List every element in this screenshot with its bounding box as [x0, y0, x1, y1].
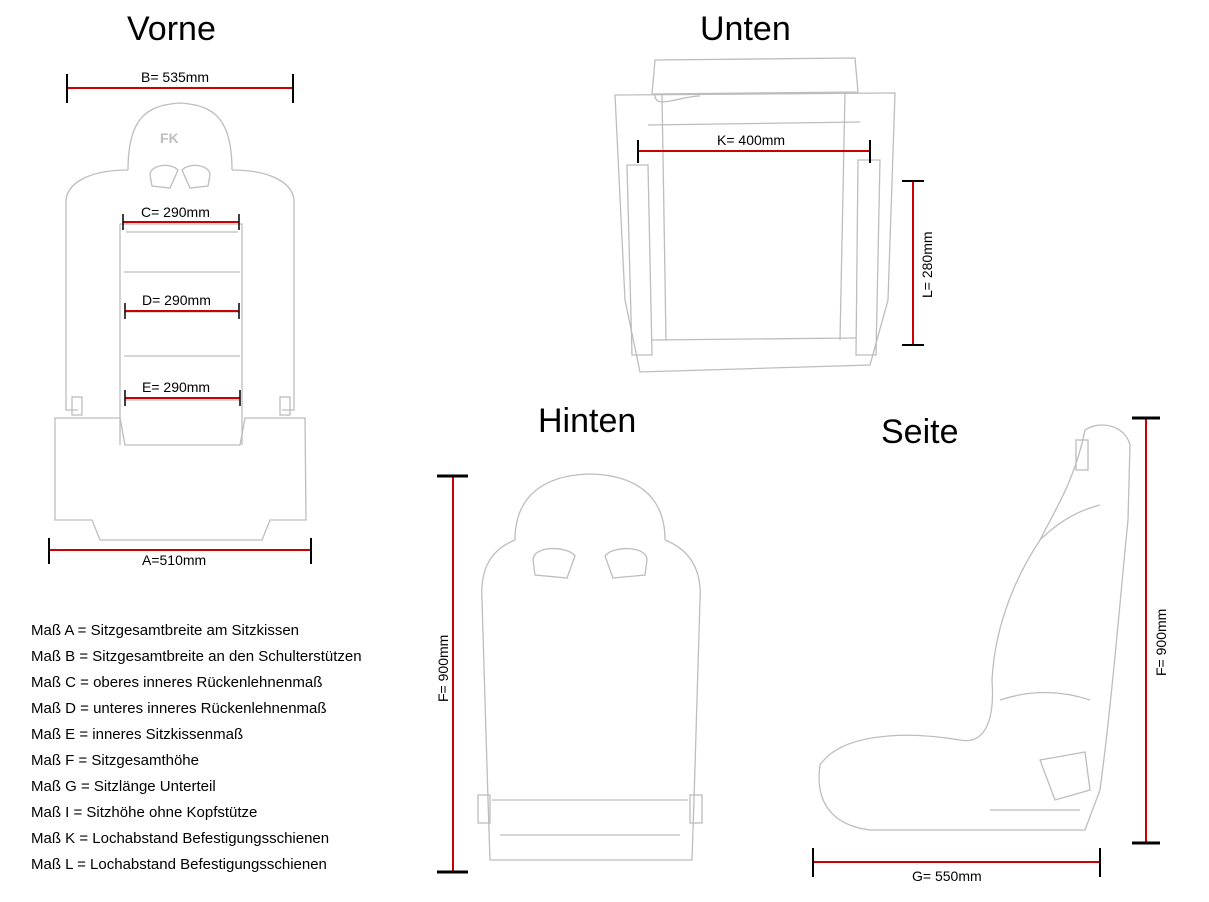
legend-item-b: Maß B = Sitzgesamtbreite an den Schulter…	[31, 648, 362, 665]
front-seat-sketch	[54, 102, 307, 541]
view-title-side: Seite	[881, 413, 959, 451]
dim-label-e: E= 290mm	[142, 379, 211, 395]
legend-item-a: Maß A = Sitzgesamtbreite am Sitzkissen	[31, 622, 300, 639]
legend-item-i: Maß I = Sitzhöhe ohne Kopfstütze	[31, 804, 258, 821]
side-seat-sketch	[818, 424, 1131, 831]
legend-item-f: Maß F = Sitzgesamthöhe	[31, 752, 199, 769]
back-seat-sketch	[477, 473, 703, 861]
legend-item-c: Maß C = oberes inneres Rückenlehnenmaß	[31, 674, 323, 691]
legend-item-g: Maß G = Sitzlänge Unterteil	[31, 778, 216, 795]
legend-item-l: Maß L = Lochabstand Befestigungsschienen	[31, 856, 327, 873]
dim-label-g: G= 550mm	[912, 868, 982, 884]
dim-label-l: L= 280mm	[919, 231, 935, 298]
dim-label-b: B= 535mm	[141, 69, 210, 85]
view-title-bottom: Unten	[700, 10, 791, 48]
legend-item-e: Maß E = inneres Sitzkissenmaß	[31, 726, 244, 743]
bottom-frame-sketch	[614, 57, 896, 373]
dim-label-k: K= 400mm	[717, 132, 786, 148]
dim-label-d: D= 290mm	[142, 292, 211, 308]
view-title-front: Vorne	[127, 10, 216, 48]
front-logo: FK	[160, 130, 179, 146]
dimension-legend: Maß A = Sitzgesamtbreite am Sitzkissen M…	[31, 618, 362, 878]
dim-label-f-side: F= 900mm	[1153, 608, 1169, 676]
legend-item-k: Maß K = Lochabstand Befestigungsschienen	[31, 830, 330, 847]
dim-label-a: A=510mm	[142, 552, 207, 568]
dim-label-f-back: F= 900mm	[435, 634, 451, 702]
view-title-back: Hinten	[538, 402, 637, 440]
dimension-lines	[48, 74, 1160, 877]
dim-label-c: C= 290mm	[141, 204, 210, 220]
legend-item-d: Maß D = unteres inneres Rückenlehnenmaß	[31, 700, 327, 717]
